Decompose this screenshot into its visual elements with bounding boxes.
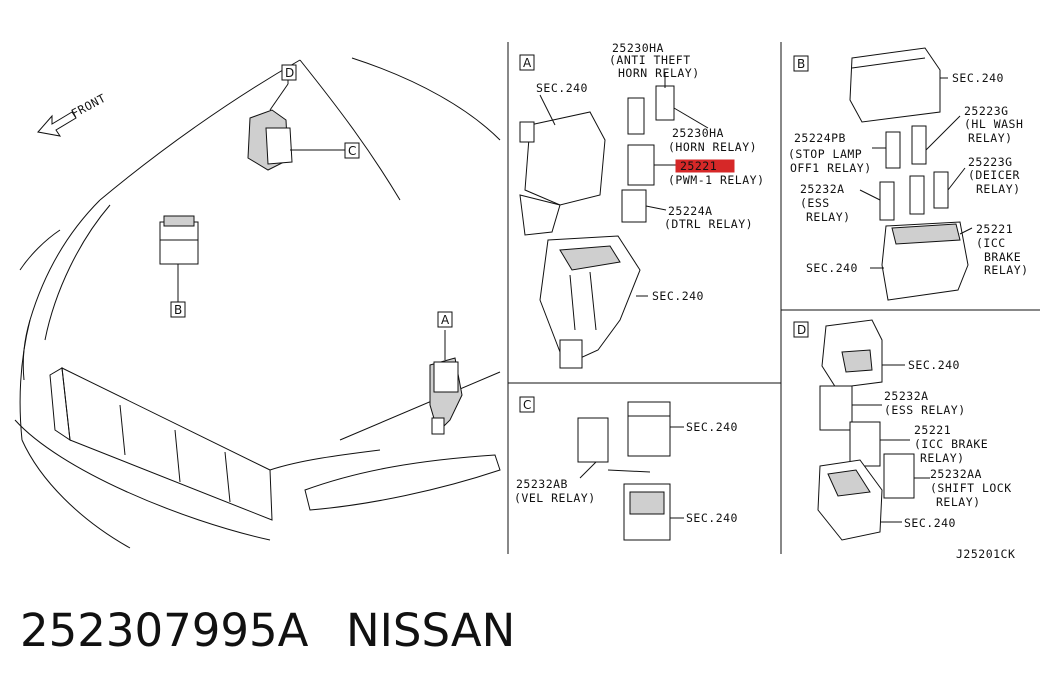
panel-b-p5-desc2: BRAKE xyxy=(984,250,1021,264)
panel-b-p5-desc1: (ICC xyxy=(976,236,1006,250)
panel-d-p2-num: 25221 xyxy=(914,423,951,437)
panel-b-p4-desc1: (ESS xyxy=(800,196,830,210)
section-letter-a: A xyxy=(523,56,532,70)
panel-a-sec-top: SEC.240 xyxy=(536,81,588,95)
panel-c-sec-bottom: SEC.240 xyxy=(686,511,738,525)
callout-b: B xyxy=(174,303,183,317)
panel-d-sec-top: SEC.240 xyxy=(908,358,960,372)
panel-b-p4-desc2: RELAY) xyxy=(806,210,851,224)
section-letter-b: B xyxy=(797,57,806,71)
component-b xyxy=(159,215,199,302)
panel-b-p3-desc1: (DEICER xyxy=(968,168,1020,182)
callout-d: D xyxy=(285,66,295,80)
panel-d-p1-desc: (ESS RELAY) xyxy=(884,403,966,417)
panel-d-sec-bottom: SEC.240 xyxy=(904,516,956,530)
panel-a-p3-num: 25221 xyxy=(680,159,717,173)
panel-a-p2-num: 25230HA xyxy=(672,126,724,140)
panel-b-sec-top: SEC.240 xyxy=(952,71,1004,85)
front-arrow-icon: FRONT xyxy=(37,91,108,137)
panel-d-p3-num: 25232AA xyxy=(930,467,982,481)
panel-c-p1-num: 25232AB xyxy=(516,477,568,491)
panel-a-p3-desc: (PWM-1 RELAY) xyxy=(668,173,765,187)
footer-brand: NISSAN xyxy=(346,604,515,657)
callout-c: C xyxy=(348,144,357,158)
footer-part-number: 252307995A xyxy=(20,604,309,657)
component-d xyxy=(247,80,345,171)
panel-a-sec-bottom: SEC.240 xyxy=(652,289,704,303)
panel-b-p4-num: 25232A xyxy=(800,182,845,196)
panel-a-p3-highlight xyxy=(675,159,735,173)
panel-b-p1-desc2: RELAY) xyxy=(968,131,1013,145)
component-a xyxy=(429,330,463,435)
panel-d-p3-desc2: RELAY) xyxy=(936,495,981,509)
panel-b-p5-num: 25221 xyxy=(976,222,1013,236)
panel-b-sec-bottom: SEC.240 xyxy=(806,261,858,275)
panel-d-p2-desc2: RELAY) xyxy=(920,451,965,465)
panel-b: B SEC.240 SEC.240 25223G (HL WASH RELAY)… xyxy=(788,47,1029,301)
panel-d-p2-desc1: (ICC BRAKE xyxy=(914,437,988,451)
panel-d: D SEC.240 SEC.240 25232A (ESS RELAY) 252… xyxy=(793,319,1012,541)
panel-a-p1-desc2: HORN RELAY) xyxy=(618,66,700,80)
panel-a-p1-num: 25230HA xyxy=(612,41,664,55)
panel-b-p2-desc2: OFF1 RELAY) xyxy=(790,161,872,175)
panel-b-p1-num: 25223G xyxy=(964,104,1009,118)
overview-callouts: D C B A xyxy=(170,64,453,328)
panel-d-p1-num: 25232A xyxy=(884,389,929,403)
callout-a: A xyxy=(441,313,450,327)
panel-b-p3-num: 25223G xyxy=(968,155,1013,169)
panel-a-p2-desc: (HORN RELAY) xyxy=(668,140,757,154)
vehicle-overview: FRONT xyxy=(14,57,501,549)
panel-c: C SEC.240 SEC.240 25232AB (VEL RELAY) xyxy=(514,396,738,541)
section-letter-d: D xyxy=(797,323,807,337)
panel-d-p3-desc1: (SHIFT LOCK xyxy=(930,481,1012,495)
panel-a-p4-num: 25224A xyxy=(668,204,713,218)
drawing-code: J25201CK xyxy=(956,547,1015,561)
panel-a-p4-desc: (DTRL RELAY) xyxy=(664,217,753,231)
panel-c-p1-desc: (VEL RELAY) xyxy=(514,491,596,505)
panel-b-p2-num: 25224PB xyxy=(794,131,846,145)
panel-a-p1-desc1: (ANTI THEFT xyxy=(609,53,691,67)
panel-c-sec-top: SEC.240 xyxy=(686,420,738,434)
section-letter-c: C xyxy=(523,398,532,412)
panel-b-p3-desc2: RELAY) xyxy=(976,182,1021,196)
front-label: FRONT xyxy=(69,91,108,121)
panel-a: A SEC.240 SEC.240 25230HA (ANTI THEFT HO… xyxy=(519,41,765,369)
panel-b-p2-desc1: (STOP LAMP xyxy=(788,147,862,161)
panel-b-p1-desc1: (HL WASH xyxy=(964,117,1023,131)
panel-borders xyxy=(507,42,1040,554)
panel-b-p5-desc3: RELAY) xyxy=(984,263,1029,277)
